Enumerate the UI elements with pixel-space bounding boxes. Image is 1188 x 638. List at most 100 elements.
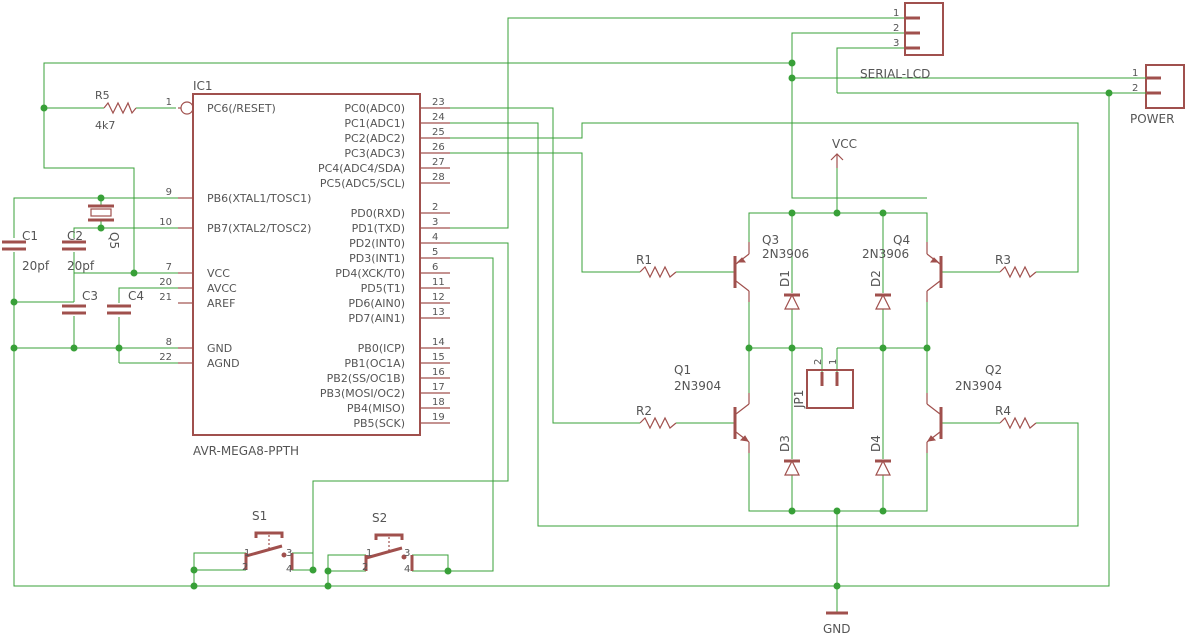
junction [788, 209, 796, 217]
r2-ref: R2 [636, 404, 652, 418]
wire-s1-int0 [312, 242, 509, 570]
resistor-r3-symbol [999, 265, 1037, 279]
crystal-body [90, 208, 112, 217]
ic-pin-number: 1 [166, 97, 172, 108]
ic-pin-label: PD0(RXD) [351, 207, 405, 220]
capacitor-c1: C1 20pf [2, 229, 50, 273]
c2-ref: C2 [67, 229, 83, 243]
jp1-ref: JP1 [792, 390, 806, 409]
ic-pin-number: 19 [432, 412, 445, 423]
d3-ref: D3 [778, 435, 792, 452]
ic-pin-number: 15 [432, 352, 445, 363]
s2-pin-num: 4 [404, 564, 410, 575]
serial-lcd-pin-num: 1 [893, 8, 899, 19]
q4-arrow [930, 257, 940, 263]
wire-s1-gnd [193, 552, 246, 586]
q1-collector [735, 403, 750, 415]
q1-ref: Q1 [674, 363, 691, 377]
ic-pin-number: 10 [159, 217, 172, 228]
ic-pin-label: PB3(MOSI/OC2) [320, 387, 405, 400]
resistor-r2: R2 [636, 404, 677, 430]
ic1-body [192, 93, 421, 436]
ic-pin-label: PD5(T1) [361, 282, 405, 295]
c4-ref: C4 [128, 289, 144, 303]
power-pin-num: 1 [1132, 68, 1138, 79]
s2-terminal [401, 554, 407, 560]
d4-ref: D4 [869, 435, 883, 452]
resistor-r4: R4 [995, 404, 1037, 430]
capacitor-c3: C3 [62, 289, 98, 315]
s2-ref: S2 [372, 511, 387, 525]
capacitor-c2: C2 20pf [62, 229, 95, 273]
ic-pin-number: 13 [432, 307, 445, 318]
wire-pc3 [436, 152, 640, 273]
ic-pin-label: AREF [207, 297, 235, 310]
d3-triangle [784, 459, 800, 476]
q4-value: 2N3906 [862, 247, 909, 261]
s2-pin-num: 2 [362, 562, 368, 573]
wire-c3-top [73, 272, 134, 302]
ic-pin-number: 16 [432, 367, 445, 378]
junction [190, 566, 198, 574]
diode-d3: D3 [778, 435, 800, 476]
junction [788, 59, 796, 67]
s2-contact [365, 546, 403, 560]
s1-actuator [254, 531, 284, 538]
q3-ref: Q3 [762, 233, 779, 247]
wire-vcc-top [43, 62, 792, 108]
diode-d4: D4 [869, 435, 891, 476]
r5-ref: R5 [95, 89, 110, 102]
power-connector: 1 2 POWER [1130, 64, 1185, 126]
ic-pin-number: 21 [159, 292, 172, 303]
ic-pin-number: 20 [159, 277, 172, 288]
wire-xtal2 [73, 227, 178, 238]
ic-pin-label: PB4(MISO) [347, 402, 405, 415]
q3-collector [735, 280, 750, 292]
s1-terminal [281, 552, 287, 558]
jp1-pin-num: 2 [813, 359, 824, 365]
ic-pin-label: PB2(SS/OC1B) [327, 372, 405, 385]
junction [309, 566, 317, 574]
q4-ref: Q4 [893, 233, 910, 247]
s1-ref: S1 [252, 509, 267, 523]
junctions [10, 59, 1113, 590]
ic-pin-label: GND [207, 342, 232, 355]
ic-pin-number: 17 [432, 382, 445, 393]
ic-pin-inverter-bubble [180, 101, 194, 115]
c2-value: 20pf [67, 259, 95, 273]
ic-pin-number: 8 [166, 337, 172, 348]
d1-triangle [784, 293, 800, 310]
ic-pin-number: 3 [432, 217, 438, 228]
jumper-jp1: 2 1 JP1 [792, 359, 854, 409]
vcc-label: VCC [832, 137, 857, 151]
ic-pin-number: 28 [432, 172, 445, 183]
junction [879, 344, 887, 352]
junction [324, 567, 332, 575]
ic-pin-number: 23 [432, 97, 445, 108]
ic-pin-label: AGND [207, 357, 240, 370]
serial-lcd-pin-num: 2 [893, 23, 899, 34]
wire-s2-int1 [436, 257, 494, 572]
ic-pin-number: 7 [166, 262, 172, 273]
ic-pin-label: PC6(/RESET) [207, 102, 276, 115]
r5-value: 4k7 [95, 119, 115, 132]
ic-pin-number: 12 [432, 292, 445, 303]
junction [190, 582, 198, 590]
s1-pin-num: 3 [286, 548, 292, 559]
wire-xtal1 [13, 197, 178, 238]
ic-pin-label: AVCC [207, 282, 237, 295]
ic-pin-number: 6 [432, 262, 438, 273]
junction [833, 507, 841, 515]
vcc-symbol: VCC [830, 137, 857, 168]
resistor-r2-symbol [639, 416, 677, 430]
r3-ref: R3 [995, 253, 1011, 267]
s1-pin-num: 2 [242, 562, 248, 573]
ic-pin-label: PD7(AIN1) [348, 312, 405, 325]
diode-d1: D1 [778, 270, 800, 310]
serial-lcd-label: SERIAL-LCD [860, 67, 930, 81]
junction [788, 507, 796, 515]
ic-pin-number: 26 [432, 142, 445, 153]
junction [879, 507, 887, 515]
resistor-r1-symbol [639, 265, 677, 279]
